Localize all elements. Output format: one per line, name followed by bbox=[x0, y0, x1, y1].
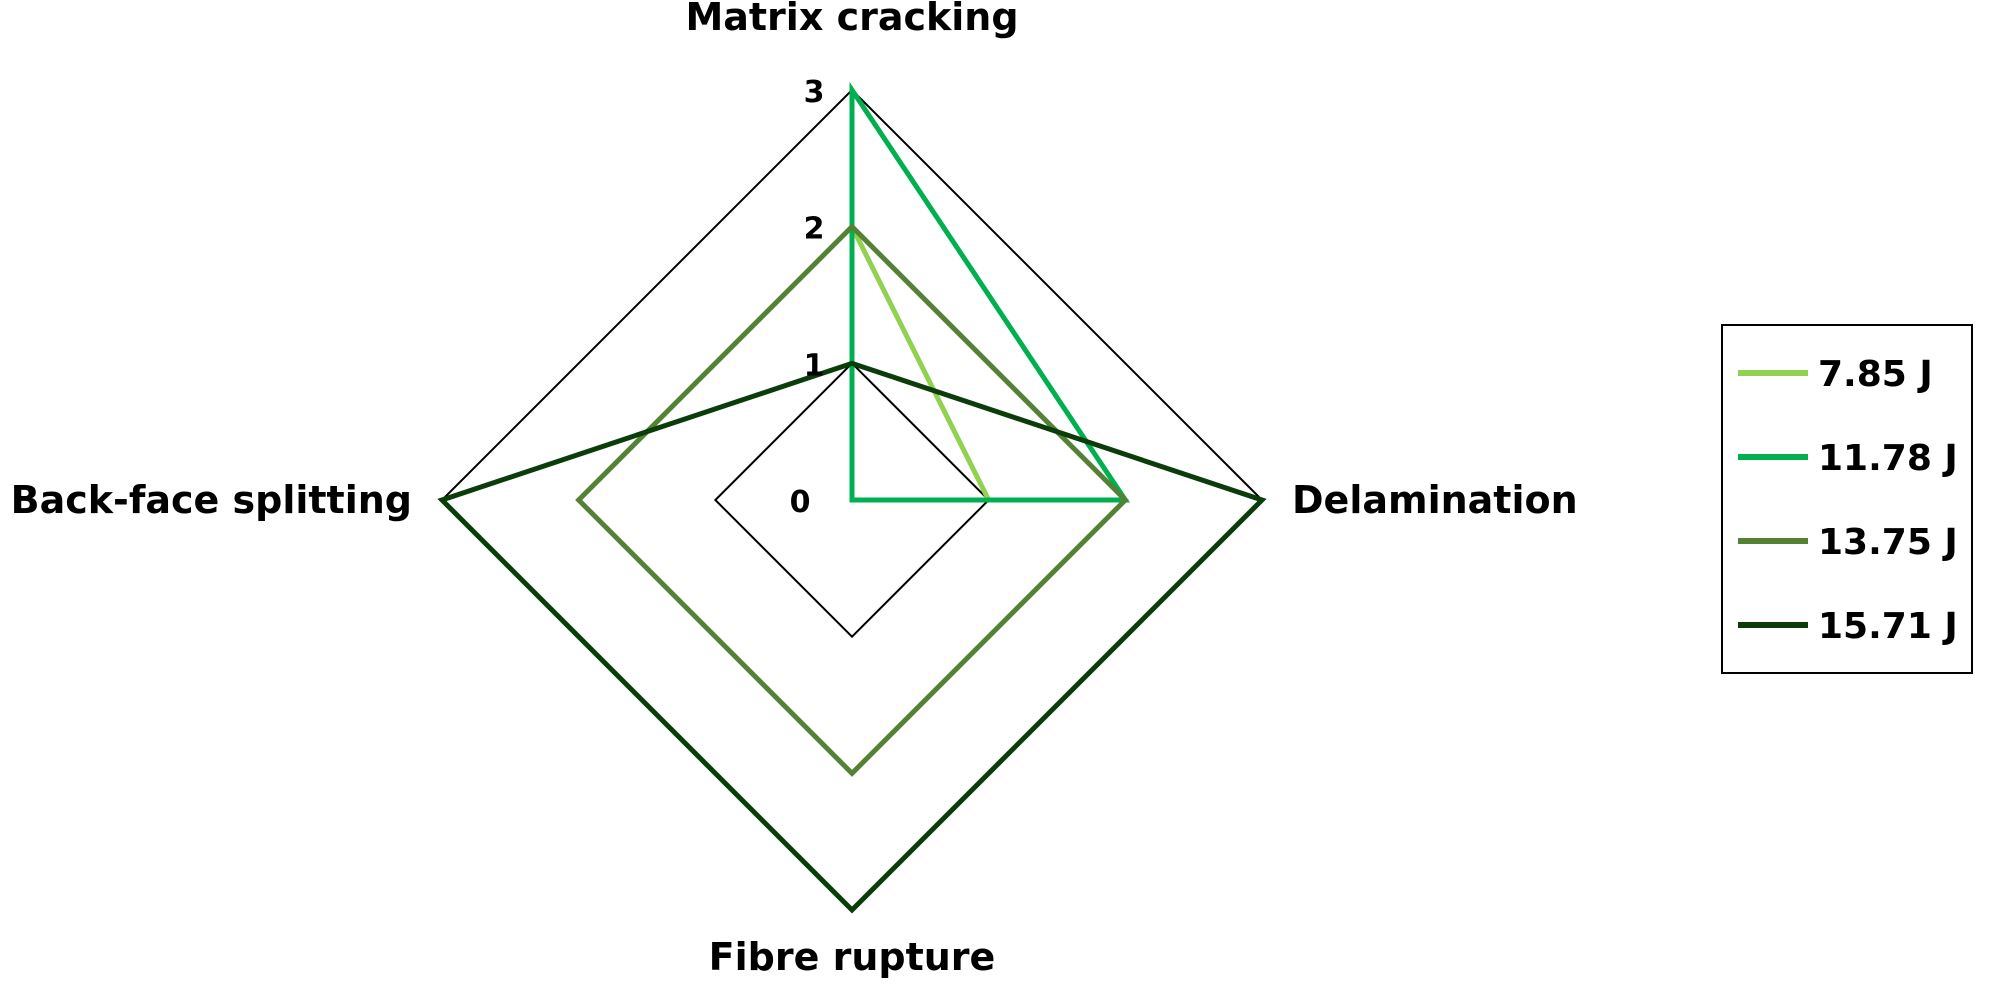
axis-label-3: Back-face splitting bbox=[11, 478, 412, 522]
series-line-3 bbox=[437, 360, 1267, 914]
legend-label-2: 13.75 J bbox=[1818, 522, 1958, 563]
axis-label-1: Delamination bbox=[1292, 478, 1578, 522]
axis-label-2: Fibre rupture bbox=[709, 935, 996, 979]
radar-series bbox=[437, 81, 1267, 914]
radar-tick-labels: 0 1 2 3 bbox=[790, 75, 825, 520]
legend: 7.85 J 11.78 J 13.75 J 15.71 J bbox=[1721, 324, 1973, 674]
tick-label-3: 3 bbox=[804, 75, 825, 110]
tick-label-2: 2 bbox=[804, 212, 825, 247]
series-line-1 bbox=[849, 81, 1131, 503]
legend-label-0: 7.85 J bbox=[1818, 354, 1933, 395]
legend-label-1: 11.78 J bbox=[1818, 438, 1958, 479]
grid-ring-1 bbox=[713, 361, 991, 639]
legend-box bbox=[1721, 324, 1973, 674]
series-line-2 bbox=[575, 223, 1129, 777]
tick-label-0: 0 bbox=[790, 485, 811, 520]
axis-label-0: Matrix cracking bbox=[685, 0, 1018, 39]
legend-label-3: 15.71 J bbox=[1818, 606, 1958, 647]
tick-label-1: 1 bbox=[804, 348, 825, 383]
